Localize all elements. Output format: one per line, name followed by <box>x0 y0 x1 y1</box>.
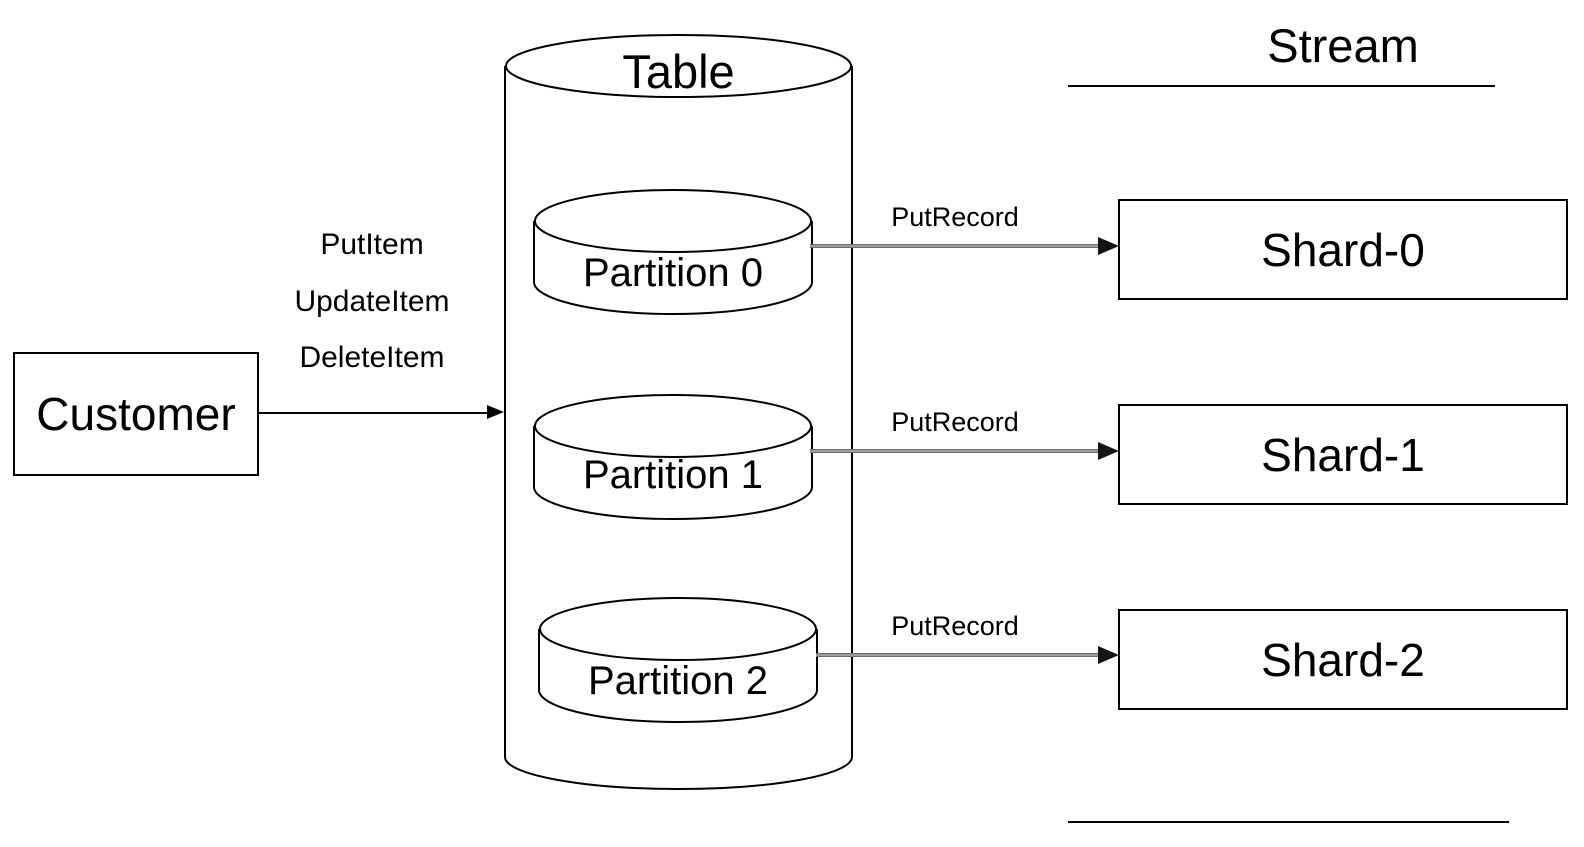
customer-label: Customer <box>36 388 236 440</box>
partition-0-label: Partition 0 <box>582 251 764 295</box>
stream-divider-top <box>1068 85 1495 87</box>
table-label: Table <box>622 45 735 98</box>
putrecord-label-1: PutRecord <box>891 407 1019 437</box>
stream-title: Stream <box>1267 19 1419 72</box>
putrecord-arrow-line-1 <box>810 449 1100 453</box>
api-operation-updateitem: UpdateItem <box>294 285 450 318</box>
putrecord-arrow-line-2 <box>816 653 1100 657</box>
api-operation-putitem: PutItem <box>320 228 424 261</box>
putrecord-label-2: PutRecord <box>891 611 1019 641</box>
api-operation-deleteitem: DeleteItem <box>299 341 445 374</box>
shard-1-box: Shard-1 <box>1118 404 1568 505</box>
customer-box: Customer <box>13 352 259 476</box>
shard-2-label: Shard-2 <box>1261 633 1425 686</box>
partition-2-label: Partition 2 <box>587 659 769 703</box>
putrecord-arrowhead-icon-2 <box>1098 646 1119 664</box>
stream-divider-bottom <box>1068 821 1509 823</box>
partition-2-cylinder-shape <box>538 597 818 723</box>
partition-1-cylinder-shape <box>533 394 813 520</box>
customer-to-table-arrow-line <box>257 412 488 414</box>
partition-1-label: Partition 1 <box>582 453 764 497</box>
shard-2-box: Shard-2 <box>1118 609 1568 710</box>
shard-0-box: Shard-0 <box>1118 199 1568 300</box>
putrecord-arrow-line-0 <box>810 244 1100 248</box>
customer-to-table-arrowhead-icon <box>487 405 504 419</box>
putrecord-arrowhead-icon-0 <box>1098 237 1119 255</box>
putrecord-arrowhead-icon-1 <box>1098 442 1119 460</box>
shard-1-label: Shard-1 <box>1261 428 1425 481</box>
partition-0-cylinder-shape <box>533 189 813 315</box>
putrecord-label-0: PutRecord <box>891 202 1019 232</box>
shard-0-label: Shard-0 <box>1261 223 1425 276</box>
